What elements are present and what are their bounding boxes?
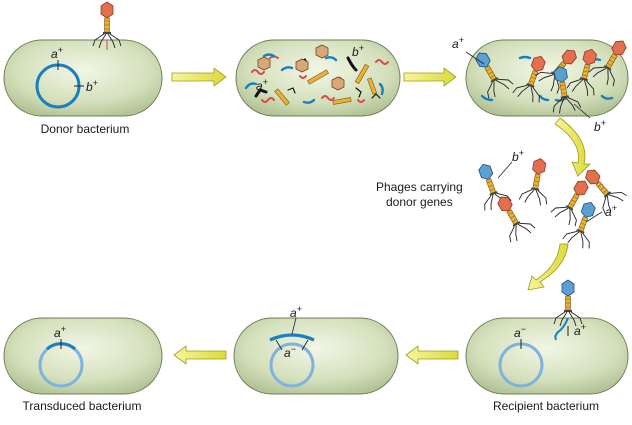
integration-chromosome bbox=[269, 342, 315, 388]
integration-allele-a-minus: a− bbox=[284, 344, 296, 360]
phages-allele-a: a+ bbox=[605, 203, 617, 219]
phages-pointer-a bbox=[585, 211, 603, 223]
donor-label: Donor bacterium bbox=[41, 122, 130, 136]
release-allele-b: b+ bbox=[594, 118, 606, 134]
integration-cell bbox=[233, 317, 399, 395]
recipient-allele-a-minus: a− bbox=[514, 324, 526, 340]
phage-parts bbox=[257, 44, 378, 106]
arrow-recipient-to-integration bbox=[405, 345, 459, 365]
recipient-label: Recipient bacterium bbox=[493, 399, 599, 413]
arrow-lysis-to-phage-release bbox=[403, 67, 457, 87]
transduced-label: Transduced bacterium bbox=[23, 399, 142, 413]
crossover-lines bbox=[275, 339, 309, 351]
arrow-phages-to-recipient bbox=[527, 243, 569, 291]
integration-donor-fragment bbox=[269, 333, 315, 342]
phages-label-line1: Phages carrying bbox=[376, 180, 463, 194]
donor-phage-infecting bbox=[92, 1, 122, 50]
release-pointer-a bbox=[465, 51, 485, 65]
arrow-release-to-phages bbox=[554, 117, 591, 177]
phages-allele-b: b+ bbox=[512, 148, 524, 164]
phages-label-line2: donor genes bbox=[386, 195, 453, 209]
integration-allele-a-plus: a+ bbox=[290, 304, 302, 320]
donor-cell bbox=[3, 39, 163, 117]
recipient-phage-injecting bbox=[553, 279, 583, 341]
release-pointer-b bbox=[573, 103, 591, 119]
transduced-allele-a: a+ bbox=[54, 324, 66, 340]
integration-pointer-a bbox=[291, 317, 297, 335]
recipient-cell bbox=[465, 317, 629, 395]
free-phages bbox=[469, 155, 629, 251]
transduced-cell bbox=[3, 317, 163, 395]
release-allele-a: a+ bbox=[452, 35, 464, 51]
lysis-allele-a: a+ bbox=[256, 77, 268, 93]
arrow-donor-to-lysis bbox=[171, 67, 227, 87]
donor-allele-a: a+ bbox=[51, 45, 63, 61]
phages-pointer-b bbox=[497, 161, 513, 179]
donor-allele-b: b+ bbox=[86, 78, 98, 94]
lysis-allele-b: b+ bbox=[352, 43, 364, 59]
arrow-integration-to-transduced bbox=[173, 345, 227, 365]
recipient-allele-a-plus: a+ bbox=[574, 322, 586, 338]
